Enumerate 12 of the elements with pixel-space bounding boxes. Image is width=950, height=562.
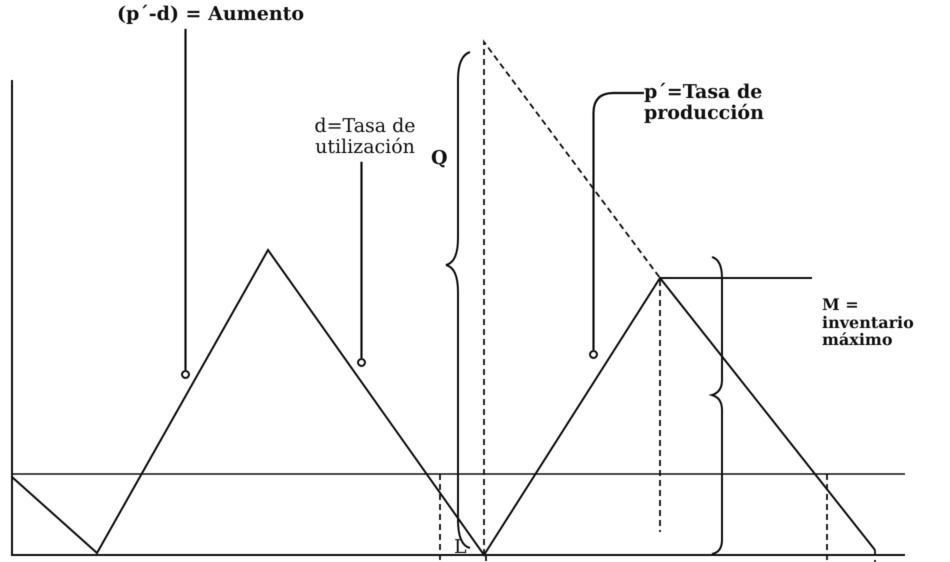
point-marker [589, 350, 598, 359]
leader-line [592, 92, 644, 350]
point-marker [181, 370, 190, 379]
axis-label: L [454, 537, 468, 558]
callout-text: (p´-d) = Aumento [117, 4, 306, 25]
point-marker [357, 358, 366, 367]
dimension-label: M = inventario máximo [822, 296, 915, 349]
leader-line [184, 28, 187, 370]
dimension-label: Q [431, 148, 449, 169]
leader-line [360, 162, 363, 358]
callout-text: p´=Tasa de producción [644, 82, 765, 124]
callout-text: d=Tasa de utilización [313, 116, 417, 158]
